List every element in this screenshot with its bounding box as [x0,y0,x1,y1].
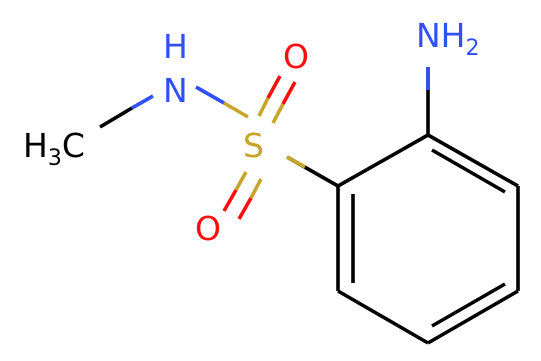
ring-bond-c3-c4 [427,289,519,345]
nh2-main: NH [416,16,466,55]
atom-label-n-methyl: N [163,71,188,110]
atom-label-sulfur: S [243,126,264,165]
atom-label-nh2: NH2 [416,16,480,61]
bond-n-ch3-black [99,106,133,129]
double-bond-s-o-bottom [222,171,263,220]
bond-c6-s-gold [286,155,306,169]
ch3-c: C [62,126,85,165]
ring-bond-c6-c1 [337,133,429,188]
ring-bond-c4-c5 [337,289,429,345]
atom-label-n-hydrogen: H [163,27,188,66]
bond-s-n-blue [195,85,225,105]
ring-double-bond-inner-c3-c4 [431,282,506,328]
atom-label-ch3: H3C [23,126,85,171]
bond-s-n-gold [223,101,249,119]
ring-bond-c1-c2 [427,133,519,188]
ring-double-bond-inner-c1-c2 [431,148,506,194]
ch3-h: H [23,126,48,165]
nh2-subscript: 2 [466,36,480,61]
ch3-subscript: 3 [48,146,62,171]
atom-label-oxygen-top: O [283,37,309,76]
benzene-ring [336,133,520,345]
bond-n-ch3-blue [131,94,154,110]
atom-label-oxygen-bottom: O [195,209,221,248]
double-bond-s-o-top [257,75,297,124]
